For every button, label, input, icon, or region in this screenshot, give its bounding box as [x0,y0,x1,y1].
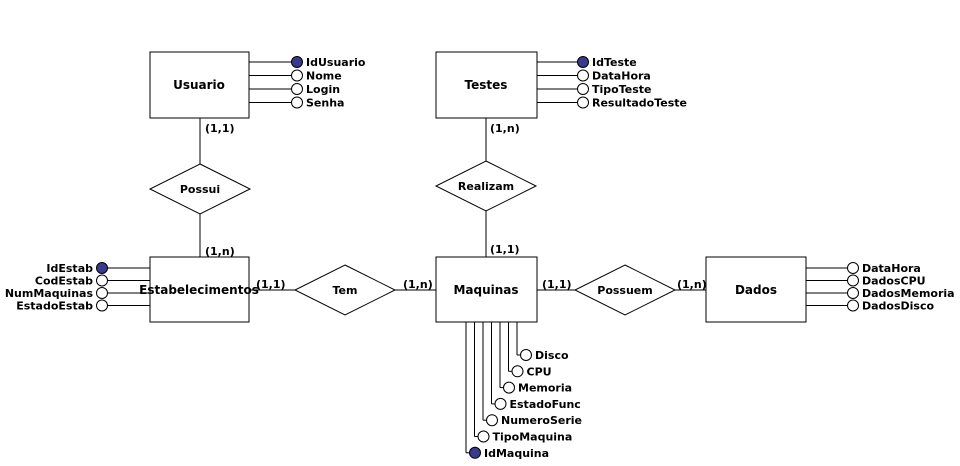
attribute-marker-datahora[interactable] [847,262,859,274]
cardinality-estabelecimentos-tem: (1,1) [256,278,286,291]
relationship-tem-label: Tem [333,284,358,297]
attribute-marker-cpu[interactable] [511,365,524,378]
attribute-marker-codestab[interactable] [96,274,108,287]
cardinality-maquinas-possuem: (1,1) [542,278,572,291]
cardinality-possuem-dados: (1,n) [677,278,707,291]
attribute-label-datahora: DataHora [862,262,921,275]
attribute-label-dadoscpu: DadosCPU [862,275,926,288]
attribute-marker-dadoscpu[interactable] [847,274,859,287]
attribute-label-idmaquina: IdMaquina [484,447,549,460]
attribute-label-nome: Nome [306,70,342,83]
attribute-marker-tipomaquina[interactable] [477,430,490,443]
relationship-possui-shape[interactable] [148,163,252,215]
entity-estabelecimentos-box[interactable] [149,256,250,323]
key-attribute-marker-idusuario[interactable] [291,56,303,68]
entity-maquinas-label: Maquinas [453,283,518,297]
entity-testes-label: Testes [465,78,508,92]
attribute-label-disco: Disco [535,349,569,362]
attribute-marker-memoria[interactable] [503,381,515,394]
relationship-possuem-shape[interactable] [573,264,677,316]
attribute-label-numeroserie: NumeroSerie [501,414,582,427]
attribute-label-estadofunc: EstadoFunc [510,398,581,411]
attribute-marker-login[interactable] [291,83,303,95]
attribute-marker-datahora[interactable] [577,69,589,82]
attribute-marker-nome[interactable] [291,69,303,82]
relationship-possuem-label: Possuem [597,284,652,297]
attribute-label-senha: Senha [306,97,344,110]
attribute-marker-senha[interactable] [291,96,303,109]
attribute-marker-disco[interactable] [520,349,532,361]
entity-dados-label: Dados [735,283,777,297]
cardinality-usuario-possui: (1,1) [205,122,235,135]
attribute-marker-estadofunc[interactable] [494,397,507,410]
cardinality-possui-estabelecimentos: (1,n) [205,245,235,258]
attribute-marker-dadosmemoria[interactable] [847,287,859,299]
entity-testes-box[interactable] [435,51,538,119]
key-attribute-marker-idmaquina[interactable] [469,446,481,459]
key-attribute-marker-idestab[interactable] [96,262,108,274]
cardinality-realizam-maquinas: (1,1) [490,243,520,256]
attribute-marker-numeroserie[interactable] [486,414,498,427]
attribute-label-idestab: IdEstab [46,262,93,275]
entity-maquinas-box[interactable] [435,256,538,323]
attribute-label-codestab: CodEstab [35,275,93,288]
attribute-marker-nummaquinas[interactable] [96,287,108,299]
entity-dados-box[interactable] [705,256,807,323]
attribute-label-memoria: Memoria [518,382,572,395]
relationship-realizam-shape[interactable] [434,160,538,212]
attribute-marker-resultadoteste[interactable] [577,96,589,109]
attribute-label-resultadoteste: ResultadoTeste [592,97,687,110]
attribute-label-dadosmemoria: DadosMemoria [862,287,955,300]
attribute-label-datahora: DataHora [592,70,651,83]
attribute-label-estadoestab: EstadoEstab [16,300,93,313]
attribute-label-tipomaquina: TipoMaquina [493,431,573,444]
entity-usuario-box[interactable] [149,51,250,119]
attribute-label-idteste: IdTeste [592,56,637,69]
cardinality-testes-realizam: (1,n) [490,122,520,135]
cardinality-tem-maquinas: (1,n) [403,278,433,291]
attribute-label-idusuario: IdUsuario [306,56,366,69]
relationship-possui-label: Possui [180,183,220,196]
attribute-label-dadosdisco: DadosDisco [862,300,935,313]
attribute-label-login: Login [306,83,340,96]
attribute-marker-estadoestab[interactable] [96,299,108,312]
connection-lines [199,118,706,291]
key-attribute-marker-idteste[interactable] [577,56,589,68]
attribute-label-cpu: CPU [527,365,552,378]
attribute-marker-dadosdisco[interactable] [847,299,859,312]
relationship-tem-shape[interactable] [293,264,397,316]
attribute-label-tipoteste: TipoTeste [592,83,651,96]
entity-estabelecimentos-label: Estabelecimentos [139,283,259,297]
entity-usuario-label: Usuario [173,78,225,92]
attribute-marker-tipoteste[interactable] [577,83,589,95]
attribute-label-nummaquinas: NumMaquinas [5,287,94,300]
relationship-realizam-label: Realizam [458,180,514,193]
